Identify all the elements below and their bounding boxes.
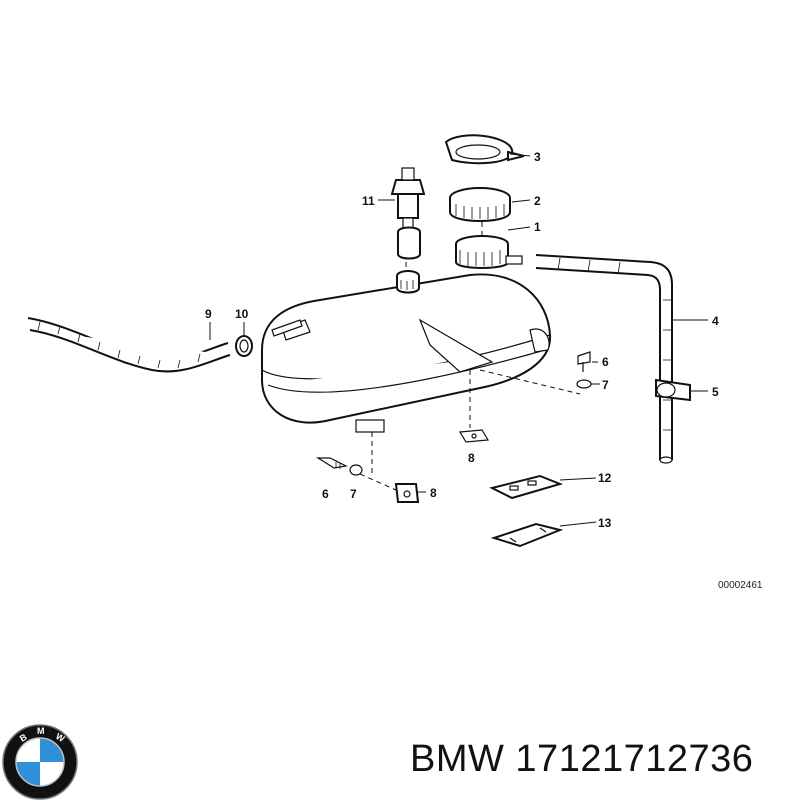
callout-7-left: 7 — [350, 487, 357, 501]
fasteners — [315, 351, 592, 503]
callout-7-right: 7 — [602, 378, 609, 392]
mounting-plates — [489, 474, 564, 548]
expansion-tank — [261, 235, 552, 433]
callout-9: 9 — [205, 307, 212, 321]
callout-6-right: 6 — [602, 355, 609, 369]
part-number-caption: BMW 17121712736 — [410, 738, 754, 780]
callout-11: 11 — [362, 194, 375, 208]
leader-lines — [209, 153, 708, 527]
hose-clamp — [235, 335, 253, 357]
callout-8-left: 8 — [430, 486, 437, 500]
callout-13: 13 — [598, 516, 612, 530]
callout-5: 5 — [712, 385, 719, 399]
callout-8-center: 8 — [468, 451, 475, 465]
svg-text:B: B — [18, 732, 29, 744]
callout-3: 3 — [534, 150, 541, 164]
callout-12: 12 — [598, 471, 612, 485]
callout-6-left: 6 — [322, 487, 329, 501]
callout-1: 1 — [534, 220, 541, 234]
callout-2: 2 — [534, 194, 541, 208]
callouts: 1 2 3 4 5 6 7 8 9 10 11 12 13 6 7 8 — [205, 150, 719, 530]
callout-4: 4 — [712, 314, 719, 328]
cap-3 — [444, 134, 525, 165]
cap-2 — [449, 187, 511, 222]
callout-10: 10 — [235, 307, 249, 321]
level-sensor — [390, 167, 426, 260]
diagram-reference-code: 00002461 — [718, 580, 763, 591]
hose-left — [27, 317, 231, 373]
hose-right — [535, 254, 673, 464]
hose-clip — [655, 378, 691, 402]
bmw-logo: B M W — [2, 724, 78, 800]
svg-text:M: M — [37, 726, 45, 736]
